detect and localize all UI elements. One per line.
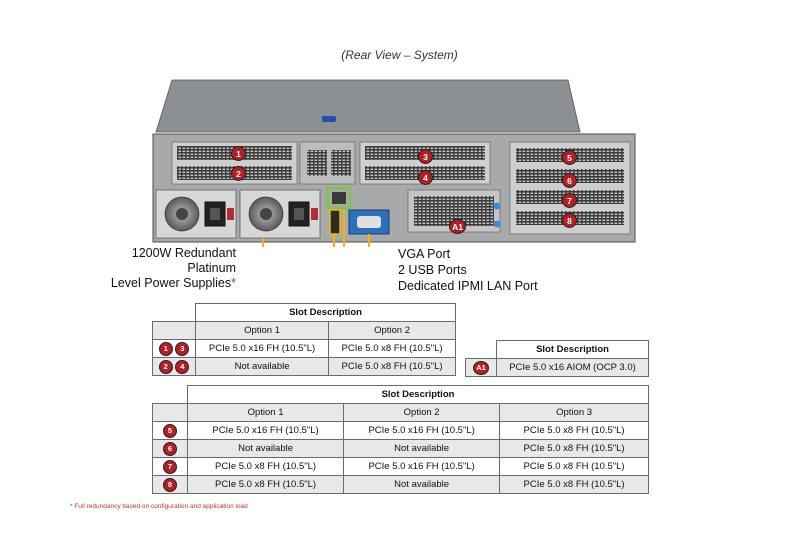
slot-badge-1: 1: [231, 146, 246, 161]
table1-r1-c1: PCIe 5.0 x16 FH (10.5"L): [194, 339, 330, 358]
slot-badge-4: 4: [418, 170, 433, 185]
table1-header-option1: Option 1: [194, 321, 330, 340]
footnote: * Full redundancy based on configuration…: [70, 503, 248, 510]
psu-callout-line1: 1200W Redundant Platinum: [131, 246, 236, 275]
table3-r2-c3: PCIe 5.0 x8 FH (10.5"L): [499, 439, 649, 458]
chassis-latch-icon: [322, 116, 336, 122]
usb-ports: [329, 209, 341, 235]
slot-badge-8: 8: [562, 213, 577, 228]
table3-r4-c1: PCIe 5.0 x8 FH (10.5"L): [186, 475, 345, 494]
ipmi-port-highlight: [326, 186, 352, 210]
table3-r3-c2: PCIe 5.0 x16 FH (10.5"L): [343, 457, 501, 476]
table1-r2-c1: Not available: [194, 357, 330, 376]
psu-callout-line2: Level Power Supplies: [110, 276, 232, 290]
table-row: 1 3 PCIe 5.0 x16 FH (10.5"L) PCIe 5.0 x8…: [152, 339, 456, 358]
slot-badge-3: 3: [418, 149, 433, 164]
slot-table-5-8: Slot Description Option 1 Option 2 Optio…: [152, 385, 649, 494]
table3-r1-c2: PCIe 5.0 x16 FH (10.5"L): [343, 421, 501, 440]
table3-r3-c1: PCIe 5.0 x8 FH (10.5"L): [186, 457, 345, 476]
table3-r3-c3: PCIe 5.0 x8 FH (10.5"L): [499, 457, 649, 476]
table-row: 2 4 Not available PCIe 5.0 x8 FH (10.5"L…: [152, 357, 456, 376]
row-badge-1: 1: [158, 341, 173, 356]
table-row: 8 PCIe 5.0 x8 FH (10.5"L) Not available …: [152, 475, 649, 494]
slot-badge-a1: A1: [449, 219, 466, 234]
row-badge-8: 8: [163, 477, 177, 492]
table1-title: Slot Description: [195, 303, 456, 322]
table1-r1-c2: PCIe 5.0 x8 FH (10.5"L): [328, 339, 456, 358]
slot-badge-2: 2: [231, 166, 246, 181]
ipmi-callout: Dedicated IPMI LAN Port: [398, 279, 538, 293]
table-row: 7 PCIe 5.0 x8 FH (10.5"L) PCIe 5.0 x16 F…: [152, 457, 649, 476]
slot-table-a1: Slot Description A1 PCIe 5.0 x16 AIOM (O…: [465, 340, 649, 377]
psu-footnote-marker: *: [231, 276, 236, 290]
table3-r1-c3: PCIe 5.0 x8 FH (10.5"L): [499, 421, 649, 440]
vga-callout: VGA Port: [398, 247, 451, 261]
chassis-lid: [155, 79, 581, 133]
table3-r2-c1: Not available: [186, 439, 345, 458]
table3-r2-c2: Not available: [343, 439, 501, 458]
table-row: 5 PCIe 5.0 x16 FH (10.5"L) PCIe 5.0 x16 …: [152, 421, 649, 440]
row-badge-5: 5: [163, 423, 177, 438]
slot-table-1-4: Slot Description Option 1 Option 2 1 3 P…: [152, 303, 456, 376]
slot-badge-7: 7: [562, 193, 577, 208]
row-badge-3: 3: [175, 341, 190, 356]
row-badge-a1: A1: [473, 360, 489, 375]
rear-view-caption: (Rear View – System): [341, 48, 458, 62]
table2-title: Slot Description: [496, 340, 649, 359]
table1-r2-c2: PCIe 5.0 x8 FH (10.5"L): [328, 357, 456, 376]
table-row: 6 Not available Not available PCIe 5.0 x…: [152, 439, 649, 458]
table3-header-option1: Option 1: [186, 403, 345, 422]
table3-r1-c1: PCIe 5.0 x16 FH (10.5"L): [186, 421, 345, 440]
table3-title: Slot Description: [187, 385, 649, 404]
table2-r1-c1: PCIe 5.0 x16 AIOM (OCP 3.0): [496, 358, 649, 377]
table1-header-option2: Option 2: [328, 321, 456, 340]
table3-header-option3: Option 3: [499, 403, 649, 422]
row-badge-6: 6: [163, 441, 177, 456]
row-badge-2: 2: [158, 359, 173, 374]
table3-header-option2: Option 2: [343, 403, 501, 422]
psu-callout: 1200W Redundant Platinum Level Power Sup…: [88, 246, 236, 291]
row-badge-7: 7: [163, 459, 177, 474]
table3-r4-c2: Not available: [343, 475, 501, 494]
slot-badge-6: 6: [562, 173, 577, 188]
table-row: A1 PCIe 5.0 x16 AIOM (OCP 3.0): [465, 358, 649, 377]
slot-badge-5: 5: [562, 150, 577, 165]
usb-callout: 2 USB Ports: [398, 263, 467, 277]
table3-r4-c3: PCIe 5.0 x8 FH (10.5"L): [499, 475, 649, 494]
row-badge-4: 4: [175, 359, 190, 374]
